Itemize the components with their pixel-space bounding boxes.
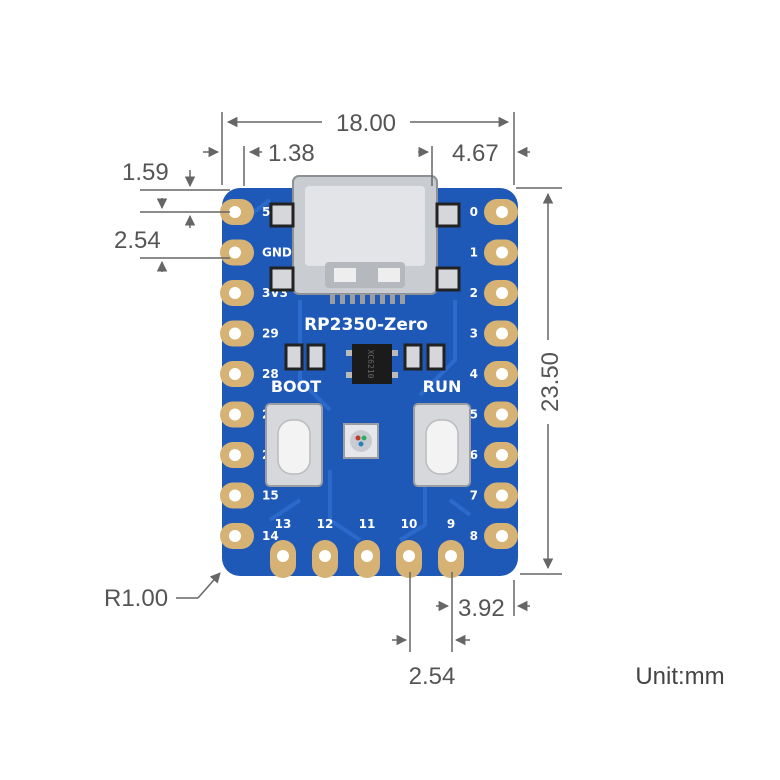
passive-components — [284, 343, 446, 371]
pin-pad-left-7: 15 — [220, 482, 279, 509]
dim-width: 18.00 — [336, 110, 396, 137]
dim-pin-pitch-vertical: 2.54 — [114, 227, 161, 254]
dim-top-offset: 1.59 — [122, 159, 169, 186]
right-pin-pads: 0 1 2 3 4 5 6 7 8 — [470, 199, 518, 549]
pin-label-right-3: 3 — [470, 327, 478, 341]
pin-pad-right-0: 0 — [470, 199, 518, 225]
pin-pad-bottom-3: 10 — [396, 517, 422, 578]
pin-label-bottom-3: 10 — [401, 517, 418, 531]
pin-pad-right-8: 8 — [470, 523, 518, 549]
pin-label-right-0: 0 — [470, 205, 478, 219]
pin-pad-right-1: 1 — [470, 239, 518, 266]
rgb-led — [343, 423, 379, 459]
board-name: RP2350-Zero — [304, 315, 428, 335]
pin-label-right-2: 2 — [470, 286, 478, 300]
chip-marking: XC6210 — [366, 350, 375, 379]
pin-pad-left-4: 28 — [220, 361, 279, 387]
pin-label-bottom-2: 11 — [359, 517, 376, 531]
pin-pad-right-6: 6 — [470, 442, 518, 468]
pin-label-right-4: 4 — [470, 367, 478, 381]
pin-pad-bottom-1: 12 — [312, 517, 338, 578]
pin-label-right-5: 5 — [470, 408, 478, 422]
pin-pad-left-8: 14 — [220, 523, 279, 549]
pin-label-right-6: 6 — [470, 448, 478, 462]
pin-pad-right-5: 5 — [470, 401, 518, 428]
pin-pad-left-1: GND — [220, 239, 292, 266]
run-button[interactable] — [413, 403, 471, 487]
pin-label-right-7: 7 — [470, 489, 478, 503]
pin-pad-right-7: 7 — [470, 482, 518, 509]
pin-pad-right-3: 3 — [470, 320, 518, 347]
pin-label-bottom-4: 9 — [447, 517, 455, 531]
pin-pad-right-2: 2 — [470, 280, 518, 306]
pin-label-left-4: 28 — [262, 367, 279, 381]
pin-label-bottom-1: 12 — [317, 517, 334, 531]
pin-label-bottom-0: 13 — [275, 517, 292, 531]
pin-label-left-7: 15 — [262, 489, 279, 503]
pin-label-left-8: 14 — [262, 529, 279, 543]
run-label: RUN — [423, 377, 462, 396]
dim-pin-pitch-bottom: 2.54 — [409, 663, 456, 690]
unit-label: Unit:mm — [635, 663, 724, 690]
dimension-lines — [140, 112, 562, 652]
pin-pad-bottom-0: 13 — [270, 517, 296, 578]
pin-pad-left-3: 29 — [220, 320, 279, 347]
pin-label-right-8: 8 — [470, 529, 478, 543]
pin-pad-bottom-2: 11 — [354, 517, 380, 578]
dim-height: 23.50 — [537, 352, 564, 412]
pin-pad-bottom-4: 9 — [438, 517, 464, 578]
boot-label: BOOT — [271, 377, 321, 396]
pin-label-right-1: 1 — [470, 246, 478, 260]
dim-left-offset: 1.38 — [268, 140, 315, 167]
pin-label-left-1: GND — [262, 246, 292, 260]
boot-button[interactable] — [265, 403, 323, 487]
pin-pad-right-4: 4 — [470, 361, 518, 387]
regulator-chip: XC6210 — [346, 344, 398, 384]
usb-c-connector — [269, 175, 461, 304]
dim-bottom-right-offset: 3.92 — [458, 595, 505, 622]
dim-right-offset: 4.67 — [452, 140, 499, 167]
bottom-pin-pads: 13 12 11 10 9 — [270, 517, 464, 578]
dim-corner-radius: R1.00 — [104, 585, 168, 612]
pin-label-left-3: 29 — [262, 327, 279, 341]
